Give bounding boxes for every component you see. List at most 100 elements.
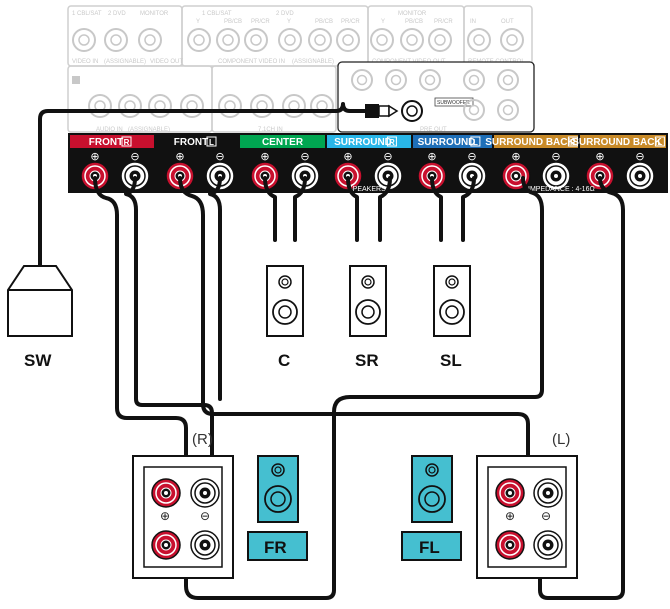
label-7-1ch-in: 7.1CH IN [258, 127, 283, 133]
pre-out-jack-center [390, 74, 402, 86]
cable-front-r-plus [93, 176, 188, 482]
label-l-paren: (L) [552, 431, 570, 448]
fr-plus-sign: ⊕ [160, 509, 170, 523]
rca-jack-center [473, 34, 485, 46]
speaker-woofer [439, 299, 465, 325]
rca-jack [72, 28, 96, 52]
label-pre-out: PRE OUT [420, 127, 447, 133]
pre-out-jack-center [502, 74, 514, 86]
label-monitor-1: MONITOR [140, 11, 169, 17]
terminal-positive-ring [505, 165, 527, 187]
speaker-woofer-center [278, 305, 292, 319]
label-dvd-2: 2 DVD [276, 11, 294, 17]
fl-post-negative-ring [537, 482, 559, 504]
terminal-plus-sign: ⊕ [260, 150, 269, 163]
cable-sr-plus [346, 176, 359, 242]
label-pb-3: PB/CB [405, 19, 423, 25]
channel-header-label: SURROUND BACK [572, 137, 662, 148]
pre-out-jack [385, 69, 407, 91]
channel-side-mark: L [657, 138, 662, 147]
subwoofer-jack-center [406, 105, 418, 117]
label-in: IN [470, 19, 476, 25]
terminal-minus-sign: ⊖ [130, 150, 139, 163]
terminal-minus-sign: ⊖ [300, 150, 309, 163]
cable-sl-minus [461, 176, 476, 242]
fr-post-positive-hole [164, 491, 168, 495]
rca-jack [282, 94, 306, 118]
cable-surround-back-l [538, 176, 625, 600]
rca-jack [428, 28, 452, 52]
fl-post-positive-ring [499, 482, 521, 504]
cable-sl-plus [430, 176, 443, 242]
rca-jack-center [110, 34, 122, 46]
fr-post-negative-2-ring [194, 534, 216, 556]
rca-jack [336, 28, 360, 52]
channel-side-badge [654, 136, 665, 147]
pre-out-jack-center [468, 74, 480, 86]
label-cbl-sat-1: 1 CBL/SAT [72, 11, 102, 17]
speaker-woofer-center [361, 305, 375, 319]
label-assignable-3: (ASSIGNABLE) [128, 127, 170, 133]
fl-badge [401, 531, 462, 561]
label-assignable-2: (ASSIGNABLE) [292, 59, 334, 65]
terminal-plus-sign: ⊕ [175, 150, 184, 163]
rca-jack-center [284, 34, 296, 46]
speaker-woofer-center [445, 305, 459, 319]
speaker-tweeter-center [281, 278, 289, 286]
fr-post-positive-2-hole [164, 543, 168, 547]
channel-header-label: SURROUND [418, 137, 476, 148]
front-right-terminal-plate [132, 455, 234, 579]
pre-out-jack [419, 69, 441, 91]
channel-header-label: CENTER [262, 137, 304, 148]
rca-jack-center [406, 34, 418, 46]
pre-out-jack-center [468, 104, 480, 116]
cable-center-plus [263, 176, 277, 242]
rca-jack [244, 28, 268, 52]
rca-jack [187, 28, 211, 52]
audio-in-marker [72, 76, 80, 84]
rca-jack [118, 94, 142, 118]
fl-post-positive-2-ring [499, 534, 521, 556]
terminal-negative-hole [638, 174, 642, 178]
terminal-negative-hole [554, 174, 558, 178]
rca-jack-center [342, 34, 354, 46]
label-monitor-2: MONITOR [398, 11, 427, 17]
label-video-out: VIDEO OUT [150, 59, 183, 65]
rca-jack [148, 94, 172, 118]
terminal-plus-sign: ⊕ [511, 150, 520, 163]
speaker-woofer [272, 299, 298, 325]
fl-post-positive-2-hole [508, 543, 512, 547]
channel-header-bg [327, 135, 411, 148]
channel-side-badge [386, 136, 397, 147]
pre-out-jacks [351, 69, 519, 122]
cable-front-r-minus [124, 176, 214, 468]
channel-side-badge [567, 136, 578, 147]
terminal-positive-hole [514, 174, 518, 178]
pre-out-jack [463, 99, 485, 121]
speaker-woofer [355, 299, 381, 325]
channel-header-bg [494, 135, 578, 148]
rca-jack-center [78, 34, 90, 46]
subwoofer-box [7, 265, 73, 337]
fr-post-negative-ring [194, 482, 216, 504]
channel-header-bg [413, 135, 492, 148]
rca-jack [308, 28, 332, 52]
front-left-terminal-plate [476, 455, 578, 579]
rca-jack-center [222, 34, 234, 46]
channel-header-label: SURROUND [334, 137, 392, 148]
label-pr-1: PR/CR [251, 19, 270, 25]
label-impedance: IMPEDANCE : 4-16Ω [528, 186, 595, 193]
terminal-negative-ring [629, 165, 651, 187]
front-left-speaker [411, 455, 453, 523]
terminal-plus-sign: ⊕ [343, 150, 352, 163]
fr-minus-sign: ⊖ [200, 509, 210, 523]
cable-front-l-minus [208, 176, 222, 401]
subwoofer-badge [434, 97, 474, 107]
rca-jack [278, 28, 302, 52]
label-out: OUT [501, 19, 514, 25]
channel-header-bg [156, 135, 238, 148]
speaker-tweeter-center [364, 278, 372, 286]
pre-out-jack [463, 69, 485, 91]
label-fl: FL [419, 538, 440, 557]
